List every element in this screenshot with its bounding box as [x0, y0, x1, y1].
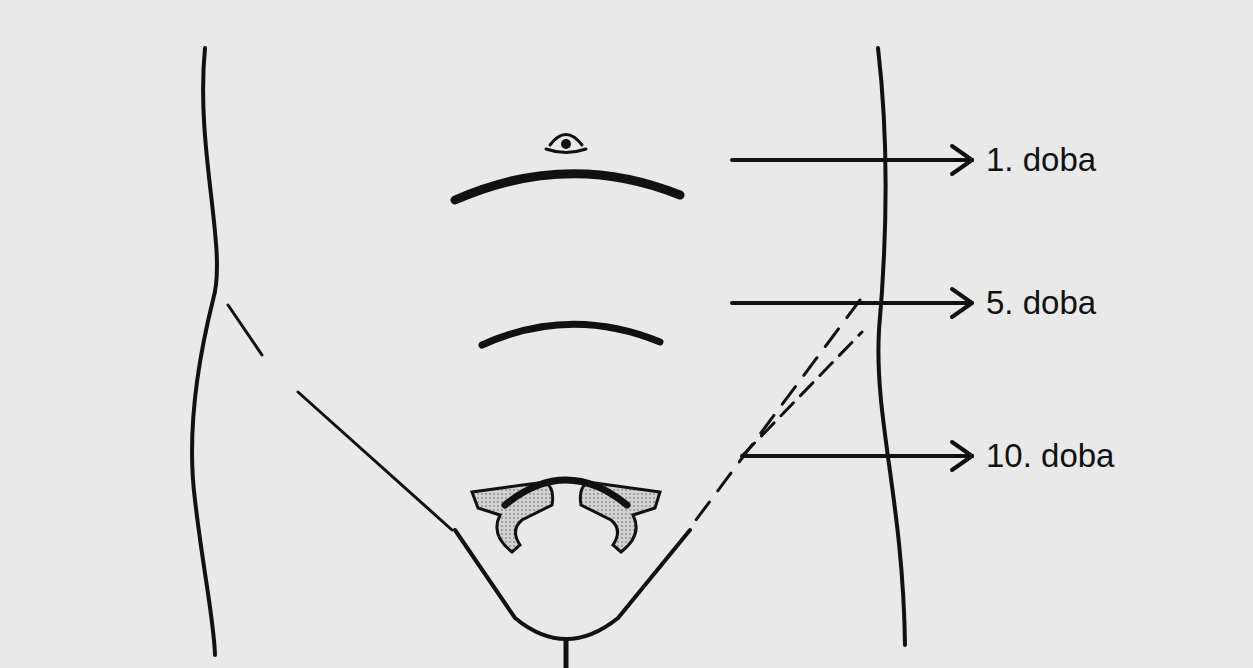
stage-label: 1. doba: [986, 140, 1096, 180]
stage-label: 10. doba: [986, 436, 1114, 476]
stage-label: 5. doba: [986, 283, 1096, 323]
